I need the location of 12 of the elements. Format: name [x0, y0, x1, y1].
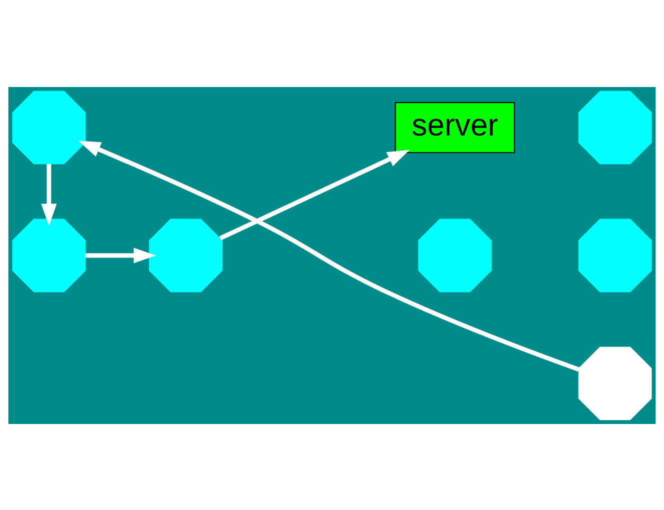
node-octagon — [418, 218, 492, 292]
node-octagon — [12, 218, 86, 292]
arrow — [219, 149, 410, 240]
arrow — [78, 140, 580, 372]
node-octagon — [149, 218, 222, 292]
node-octagon — [12, 90, 86, 164]
node-octagon — [578, 346, 652, 420]
node-octagon — [578, 90, 652, 164]
arrow — [85, 247, 156, 263]
node-box: server — [394, 102, 515, 153]
node-octagon — [578, 218, 652, 292]
arrow — [41, 164, 57, 226]
